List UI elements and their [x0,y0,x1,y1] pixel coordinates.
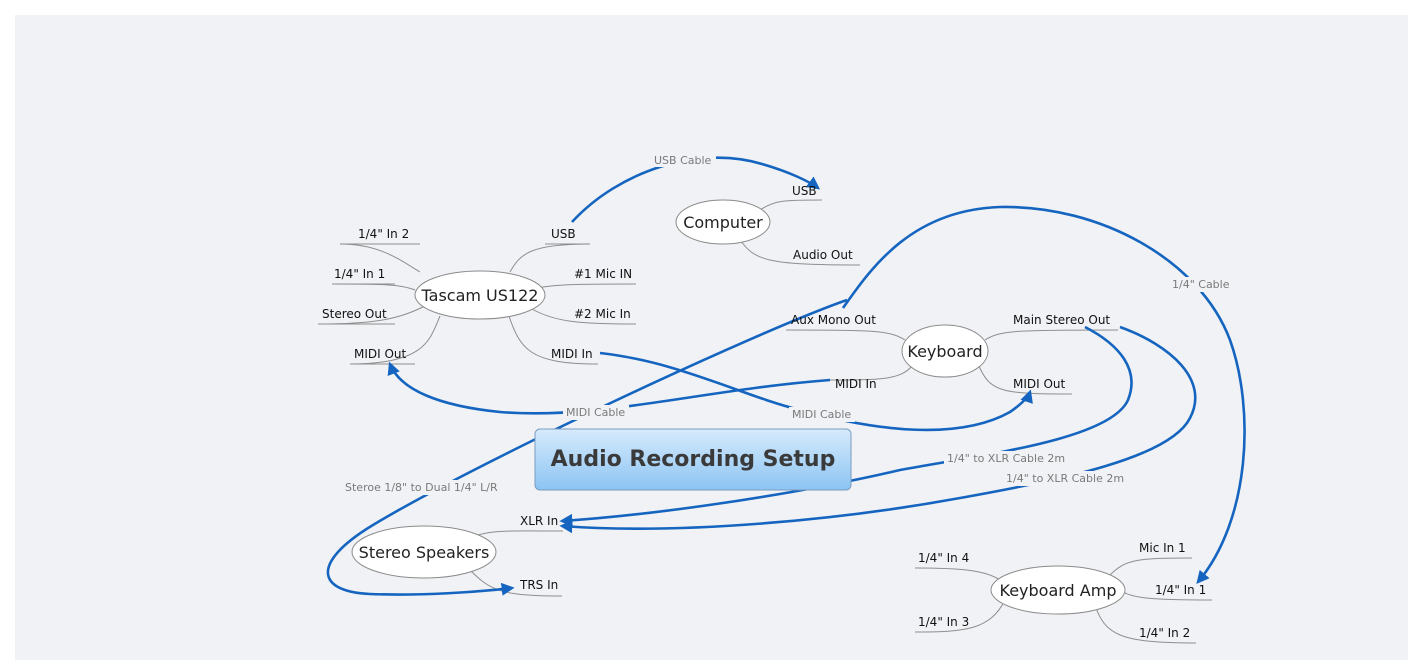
leaves-speakers: XLR In TRS In [519,514,558,592]
leaf-keyboard-aux-out[interactable]: Aux Mono Out [791,313,876,327]
label-xlr-cable-1: 1/4" to XLR Cable 2m [947,452,1065,465]
leaf-computer-audio-out[interactable]: Audio Out [793,248,853,262]
label-usb-cable: USB Cable [654,154,712,167]
leaf-tascam-stereo-out[interactable]: Stereo Out [322,307,387,321]
topic-computer[interactable]: Computer [675,199,771,245]
leaf-tascam-mic2[interactable]: #2 Mic In [574,307,631,321]
topic-amp[interactable]: Keyboard Amp [990,565,1126,615]
label-stereo-cable: Steroe 1/8" to Dual 1/4" L/R [345,481,498,494]
relationship-arrows [326,156,1246,596]
leaf-keyboard-midi-in[interactable]: MIDI In [835,377,877,391]
central-topic[interactable]: Audio Recording Setup [534,428,852,491]
leaf-tascam-mic1[interactable]: #1 Mic IN [574,267,632,281]
leaf-keyboard-main-out[interactable]: Main Stereo Out [1013,313,1110,327]
leaf-amp-mic1[interactable]: Mic In 1 [1139,541,1186,555]
label-quarter-cable: 1/4" Cable [1172,278,1230,291]
relationship-labels: USB Cable MIDI Cable MIDI Cable Steroe 1… [342,152,1232,495]
leaf-amp-in3[interactable]: 1/4" In 3 [918,615,969,629]
leaves-amp: 1/4" In 4 1/4" In 3 Mic In 1 1/4" In 1 1… [918,541,1206,640]
leaf-amp-in1[interactable]: 1/4" In 1 [1155,583,1206,597]
topic-amp-label: Keyboard Amp [1000,581,1117,600]
label-midi-cable-1: MIDI Cable [566,406,625,419]
topic-tascam[interactable]: Tascam US122 [414,270,546,320]
topic-speakers[interactable]: Stereo Speakers [351,525,497,579]
topic-speakers-label: Stereo Speakers [359,543,490,562]
leaf-tascam-midi-in[interactable]: MIDI In [551,347,593,361]
leaf-tascam-in1[interactable]: 1/4" In 1 [334,267,385,281]
leaf-tascam-in2[interactable]: 1/4" In 2 [358,227,409,241]
topic-keyboard[interactable]: Keyboard [901,324,989,378]
leaves-computer: USB Audio Out [792,184,853,262]
label-xlr-cable-2: 1/4" to XLR Cable 2m [1006,472,1124,485]
leaf-amp-in2[interactable]: 1/4" In 2 [1139,626,1190,640]
leaf-tascam-usb[interactable]: USB [551,227,576,241]
leaf-speakers-xlr-in[interactable]: XLR In [520,514,558,528]
central-topic-title: Audio Recording Setup [551,447,836,472]
leaf-keyboard-midi-out[interactable]: MIDI Out [1013,377,1066,391]
leaf-computer-usb[interactable]: USB [792,184,817,198]
leaf-amp-in4[interactable]: 1/4" In 4 [918,551,969,565]
mindmap-canvas: USB Cable MIDI Cable MIDI Cable Steroe 1… [15,15,1408,660]
topic-keyboard-label: Keyboard [907,342,982,361]
label-midi-cable-2: MIDI Cable [792,408,851,421]
leaves-keyboard: Aux Mono Out MIDI In Main Stereo Out MID… [791,313,1110,391]
topic-tascam-label: Tascam US122 [421,286,539,305]
leaf-speakers-trs-in[interactable]: TRS In [519,578,558,592]
mindmap-svg: USB Cable MIDI Cable MIDI Cable Steroe 1… [317,152,1246,644]
topic-computer-label: Computer [683,213,763,232]
leaf-tascam-midi-out[interactable]: MIDI Out [354,347,407,361]
leaves-tascam: 1/4" In 2 1/4" In 1 Stereo Out MIDI Out … [322,227,632,361]
